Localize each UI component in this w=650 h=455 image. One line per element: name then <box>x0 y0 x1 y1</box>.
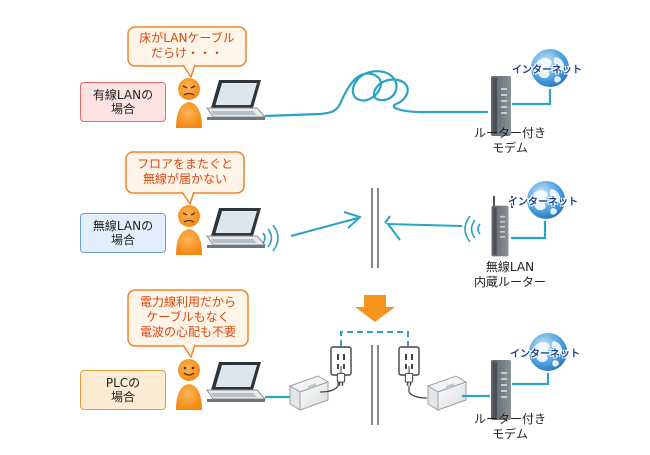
power-line-dashed <box>340 331 409 346</box>
happy-person-icon <box>176 359 202 410</box>
plc-internet-label: インターネット <box>510 349 580 360</box>
sad-person-icon <box>176 205 202 255</box>
plc-speech-bubble <box>127 289 249 358</box>
laptop-icon <box>206 361 266 403</box>
wireless-label-line2: 場合 <box>110 233 135 247</box>
wireless-signal-left <box>290 217 359 237</box>
plc-bubble-line1: 電力線利用だから <box>139 295 236 309</box>
plc-bubble-line2: ケーブルもなく <box>146 310 230 324</box>
plc-device-line2: モデム <box>492 427 528 441</box>
row-plc <box>127 289 569 425</box>
plc-label-line2: 場合 <box>110 390 135 404</box>
wireless-internet-label: インターネット <box>508 197 578 208</box>
sad-person-icon <box>176 78 202 128</box>
plc-label: PLCの 場合 <box>80 370 166 410</box>
plc-label-line1: PLCの <box>105 376 141 390</box>
wired-device-label: ルーター付き モデム <box>460 126 560 156</box>
wired-label-line2: 場合 <box>110 102 135 116</box>
wireless-bubble-line1: フロアをまたぐと <box>136 157 233 171</box>
plc-device-label: ルーター付き モデム <box>460 412 560 442</box>
wifi-waves-icon <box>464 215 481 243</box>
arrow-down-icon <box>355 295 395 322</box>
wireless-bubble-line2: 無線が届かない <box>142 172 227 186</box>
plc-bubble-text: 電力線利用だから ケーブルもなく 電波の心配も不要 <box>128 295 248 340</box>
router-icon <box>491 360 511 420</box>
wired-speech-bubble <box>127 26 247 78</box>
wireless-signal-right <box>385 222 463 241</box>
wired-bubble-text: 床がLANケーブル だらけ・・・ <box>128 31 246 61</box>
wireless-device-line2: 内蔵ルーター <box>473 275 546 289</box>
laptop-icon <box>206 79 266 121</box>
wired-device-line1: ルーター付き <box>473 126 546 140</box>
router-icon <box>491 196 513 257</box>
wireless-speech-bubble <box>125 151 245 205</box>
wireless-device-line1: 無線LAN <box>485 260 535 274</box>
wired-bubble-line1: 床がLANケーブル <box>139 31 235 45</box>
wireless-lan-label: 無線LANの 場合 <box>80 213 166 253</box>
row-wireless <box>125 151 567 268</box>
plc-device-line1: ルーター付き <box>473 412 546 426</box>
wired-lan-label: 有線LANの 場合 <box>80 82 166 122</box>
wired-label-line1: 有線LANの <box>92 88 154 102</box>
wireless-label-line1: 無線LANの <box>92 219 154 233</box>
wired-bubble-line2: だらけ・・・ <box>150 46 223 60</box>
laptop-icon <box>206 207 266 249</box>
plc-bubble-line3: 電波の心配も不要 <box>139 325 236 339</box>
wired-device-line2: モデム <box>492 141 528 155</box>
plc-adapter-icon <box>289 375 329 411</box>
wired-lan-cable <box>264 70 488 118</box>
wifi-waves-icon <box>262 224 279 252</box>
wireless-bubble-text: フロアをまたぐと 無線が届かない <box>126 157 244 187</box>
row-wired <box>127 26 571 136</box>
wired-internet-label: インターネット <box>512 65 582 76</box>
wireless-device-label: 無線LAN 内蔵ルーター <box>455 260 565 290</box>
plc-adapter-icon <box>427 375 467 411</box>
